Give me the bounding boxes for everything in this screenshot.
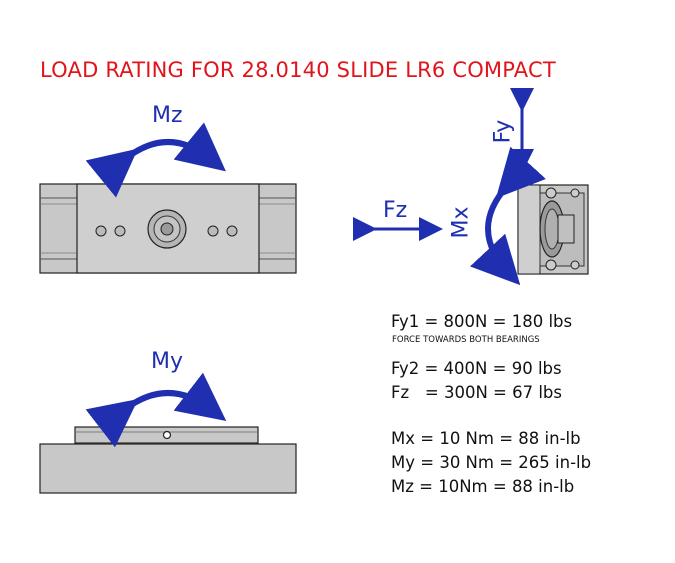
end-view-slide — [517, 184, 589, 275]
mz-label: Mz — [152, 103, 183, 128]
page-title: LOAD RATING FOR 28.0140 SLIDE LR6 COMPAC… — [40, 58, 556, 82]
spec-fz: Fz = 300N = 67 lbs — [391, 383, 563, 402]
side-view-slide — [39, 426, 297, 494]
fy-label: Fy — [490, 119, 516, 144]
my-label: My — [151, 349, 184, 374]
my-rotation-arrow — [85, 372, 227, 448]
spec-mz: Mz = 10Nm = 88 in-lb — [391, 477, 575, 496]
spec-fy1: Fy1 = 800N = 180 lbs — [391, 312, 573, 331]
spec-fy2: Fy2 = 400N = 90 lbs — [391, 359, 562, 378]
top-view-slide — [39, 183, 297, 274]
spec-mx: Mx = 10 Nm = 88 in-lb — [391, 429, 581, 448]
mx-rotation-arrow — [469, 146, 546, 286]
spec-fy1-note: FORCE TOWARDS BOTH BEARINGS — [392, 335, 540, 345]
fz-label: Fz — [383, 198, 408, 223]
mz-rotation-arrow — [85, 122, 226, 198]
spec-my: My = 30 Nm = 265 in-lb — [391, 453, 592, 472]
mx-label: Mx — [448, 206, 474, 239]
